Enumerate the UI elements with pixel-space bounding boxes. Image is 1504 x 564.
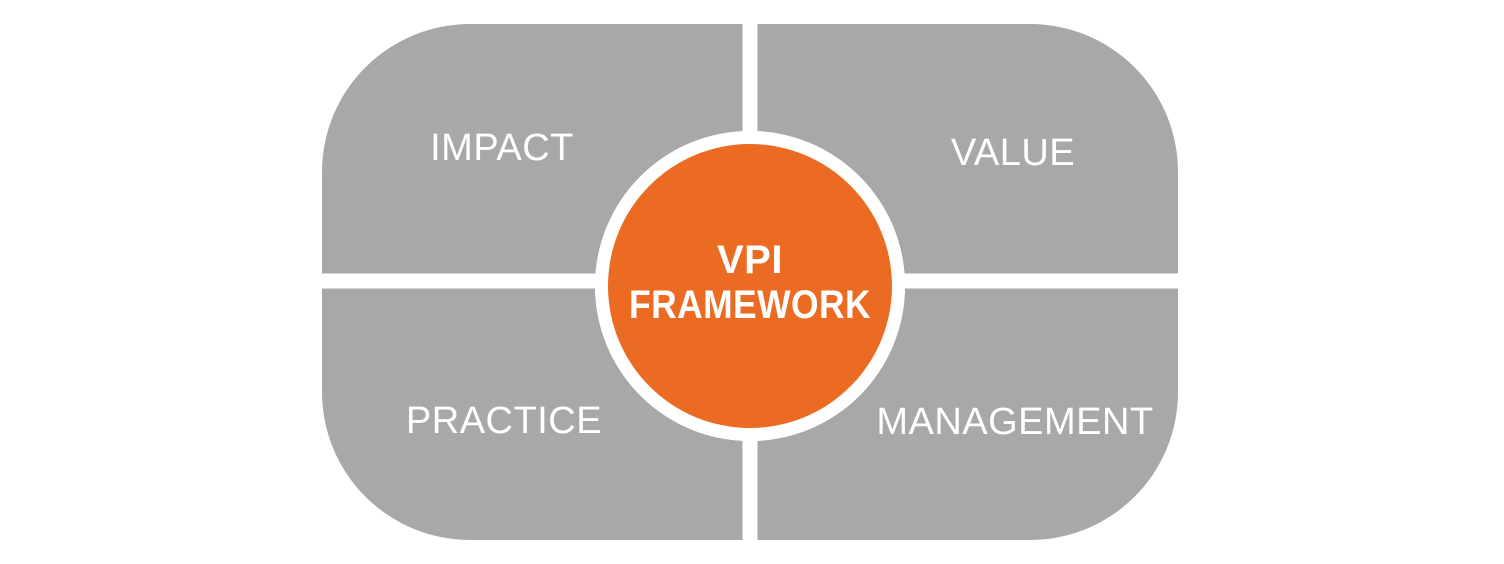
hub-label-line-1: VPI xyxy=(717,238,783,282)
quadrant-label-practice: PRACTICE xyxy=(406,400,602,442)
quadrant-label-management: MANAGEMENT xyxy=(876,401,1153,443)
quadrant-label-value: VALUE xyxy=(951,132,1075,174)
hub-group[interactable] xyxy=(595,131,905,441)
quadrant-label-impact: IMPACT xyxy=(430,127,574,169)
hub-label-line-2: FRAMEWORK xyxy=(629,283,871,327)
hub-circle[interactable] xyxy=(608,144,892,428)
